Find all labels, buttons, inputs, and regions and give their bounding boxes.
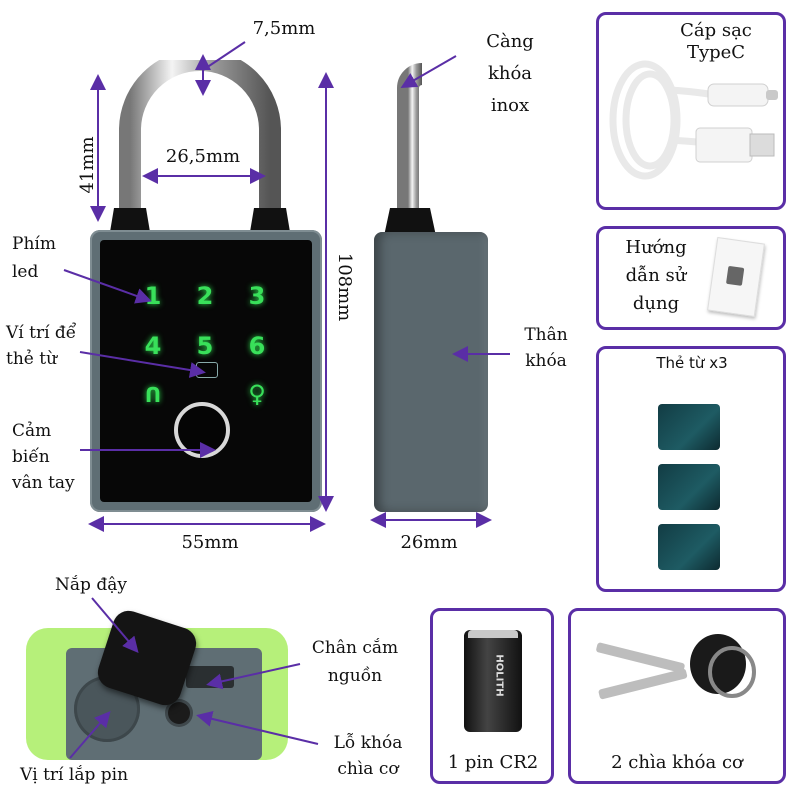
battery-label: 1 pin CR2 [447,752,539,773]
label-power-port: Chân cắm nguồn [311,638,399,686]
key-4[interactable]: 4 [144,332,162,360]
rfid-card-1[interactable] [658,404,720,450]
battery-brand-text: HOLITH [493,654,505,697]
nfc-card-icon [196,362,218,378]
cable-box [596,12,786,210]
dim-body-width: 55mm [181,532,239,553]
key-3[interactable]: 3 [248,282,266,310]
usb-cable-image [609,60,778,180]
label-cover: Nắp đậy [55,575,127,595]
front-shackle [110,60,290,232]
dim-shackle-width: 7,5mm [252,18,316,39]
key-u[interactable]: U [144,382,162,406]
cr2-battery-image: HOLITH [464,630,522,732]
dim-body-height: 108mm [334,252,355,322]
label-led-keys: Phím led [12,234,56,282]
rfid-card-2[interactable] [658,464,720,510]
label-body: Thân khóa [524,325,568,371]
key-unlock-icon[interactable]: ♀ [248,380,266,408]
cable-label: Cáp sạc TypeC [680,20,752,63]
label-battery-position: Vị trí lắp pin [19,765,129,785]
key-1[interactable]: 1 [144,282,162,310]
label-shackle: Càng khóa inox [486,31,534,116]
key-2[interactable]: 2 [196,282,214,310]
front-lock: 1 2 3 4 5 6 U ♀ [88,60,328,512]
battery-top [468,630,518,638]
manual-label: Hướng dẫn sử dụng [625,237,687,314]
label-key-hole: Lỗ khóa chìa cơ [333,733,403,779]
side-body [374,232,488,512]
mechanical-keys-image [596,634,756,700]
power-pins [186,666,234,688]
label-card-position: Ví trí để thẻ từ [6,323,77,369]
key-6[interactable]: 6 [248,332,266,360]
manual-lock-icon [725,265,745,286]
dim-shackle-inner: 26,5mm [165,146,241,167]
dim-body-depth: 26mm [400,532,458,553]
key-hole[interactable] [168,702,190,724]
keys-label: 2 chìa khóa cơ [611,752,743,773]
cards-label: Thẻ từ x3 [656,354,728,372]
rfid-card-3[interactable] [658,524,720,570]
dim-shackle-height: 41mm [77,136,98,194]
manual-booklet-image [707,237,765,317]
label-fingerprint: Cảm biến vân tay [12,421,75,493]
fingerprint-sensor[interactable] [174,402,230,458]
key-5[interactable]: 5 [196,332,214,360]
